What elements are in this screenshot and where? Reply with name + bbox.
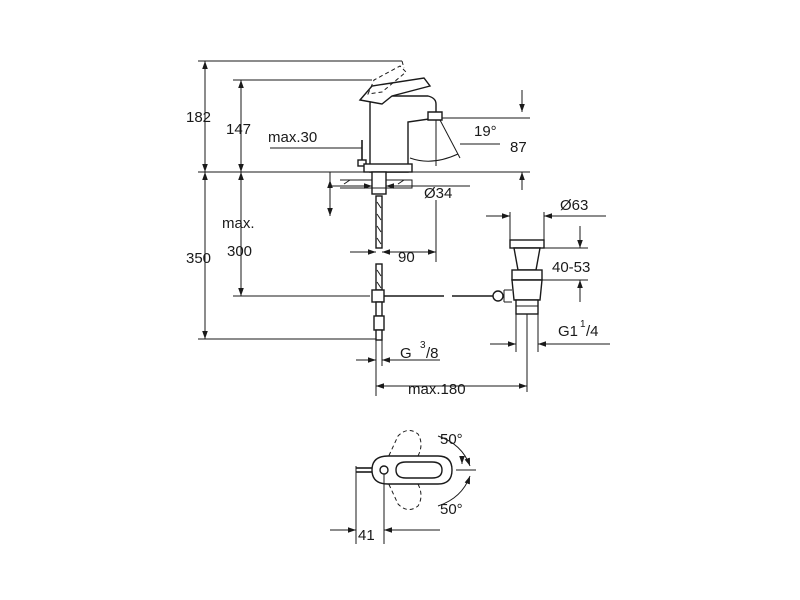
dim-angle-19: 19° bbox=[474, 123, 497, 140]
dim-182: 182 bbox=[186, 109, 211, 126]
dim-angle-50-bottom: 50° bbox=[440, 501, 463, 518]
faucet-top-view bbox=[330, 430, 476, 544]
waste-drain bbox=[503, 212, 588, 392]
dim-g38-den: /8 bbox=[426, 345, 439, 362]
dim-max-label: max. bbox=[222, 215, 255, 232]
dim-g1-num: 1 bbox=[580, 319, 586, 330]
dimension-labels: 182 147 max.30 19° 87 Ø34 max. 350 300 9… bbox=[186, 109, 599, 544]
dim-max30: max.30 bbox=[268, 129, 317, 146]
dimension-lines bbox=[202, 61, 610, 396]
dim-40-53: 40-53 bbox=[552, 259, 590, 276]
dim-87: 87 bbox=[510, 139, 527, 156]
dim-350: 350 bbox=[186, 250, 211, 267]
dim-angle-50-top: 50° bbox=[440, 431, 463, 448]
dim-g1-den: /4 bbox=[586, 323, 599, 340]
dim-300: 300 bbox=[227, 243, 252, 260]
dim-g1-main: G1 bbox=[558, 323, 578, 340]
dim-dia34: Ø34 bbox=[424, 185, 452, 202]
dim-g38-num: 3 bbox=[420, 340, 426, 351]
dim-41: 41 bbox=[358, 527, 375, 544]
dim-dia63: Ø63 bbox=[560, 197, 588, 214]
dim-90: 90 bbox=[398, 249, 415, 266]
dim-max180: max.180 bbox=[408, 381, 466, 398]
dim-g38-main: G bbox=[400, 345, 412, 362]
faucet-side-view bbox=[198, 60, 530, 341]
dim-147: 147 bbox=[226, 121, 251, 138]
